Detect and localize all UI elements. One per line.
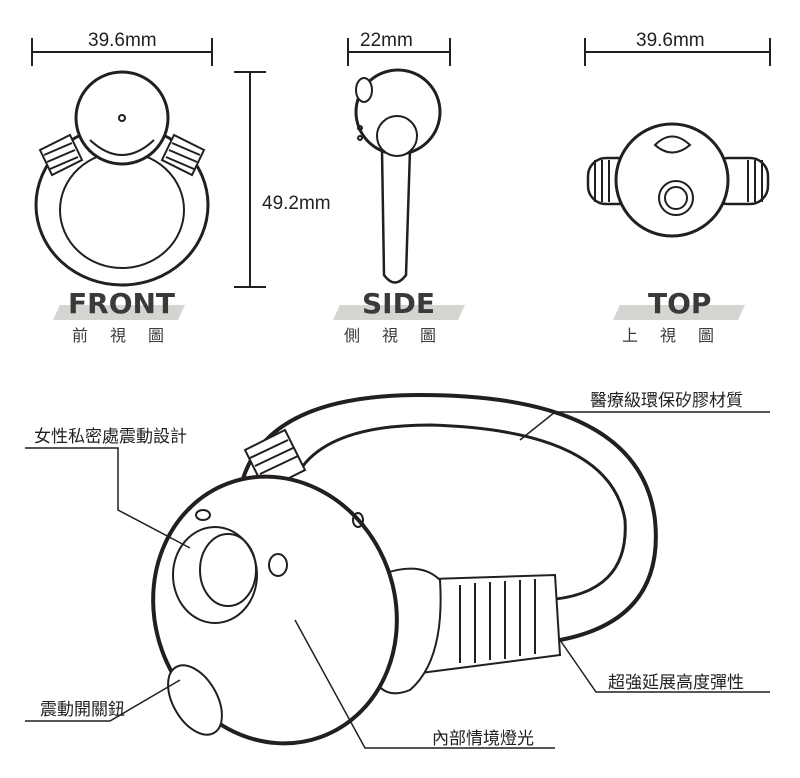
- main-product-drawing: [151, 392, 658, 746]
- side-view-subtitle: 側視圖: [344, 328, 459, 345]
- callout-lines: [25, 411, 770, 749]
- side-view-drawing: [354, 68, 442, 284]
- top-view-drawing: [586, 122, 770, 238]
- top-width-label: 39.6mm: [636, 30, 705, 51]
- side-width-label: 22mm: [360, 30, 413, 51]
- dimension-lines: [31, 38, 771, 288]
- callout-power-button: 震動開關鈕: [40, 700, 125, 719]
- height-label: 49.2mm: [262, 193, 331, 214]
- callout-ambient-light: 內部情境燈光: [432, 729, 534, 748]
- front-view-drawing: [34, 70, 210, 287]
- front-width-label: 39.6mm: [88, 30, 157, 51]
- callout-elasticity: 超強延展高度彈性: [608, 673, 744, 692]
- front-view-subtitle: 前視圖: [72, 328, 187, 345]
- callout-material: 醫療級環保矽膠材質: [590, 391, 743, 410]
- view-title-bands: [53, 305, 745, 320]
- front-view-title: FRONT: [68, 287, 176, 320]
- top-view-title: TOP: [648, 287, 712, 320]
- top-view-subtitle: 上視圖: [622, 328, 737, 345]
- side-view-title: SIDE: [362, 287, 435, 320]
- callout-vibration-design: 女性私密處震動設計: [34, 427, 187, 446]
